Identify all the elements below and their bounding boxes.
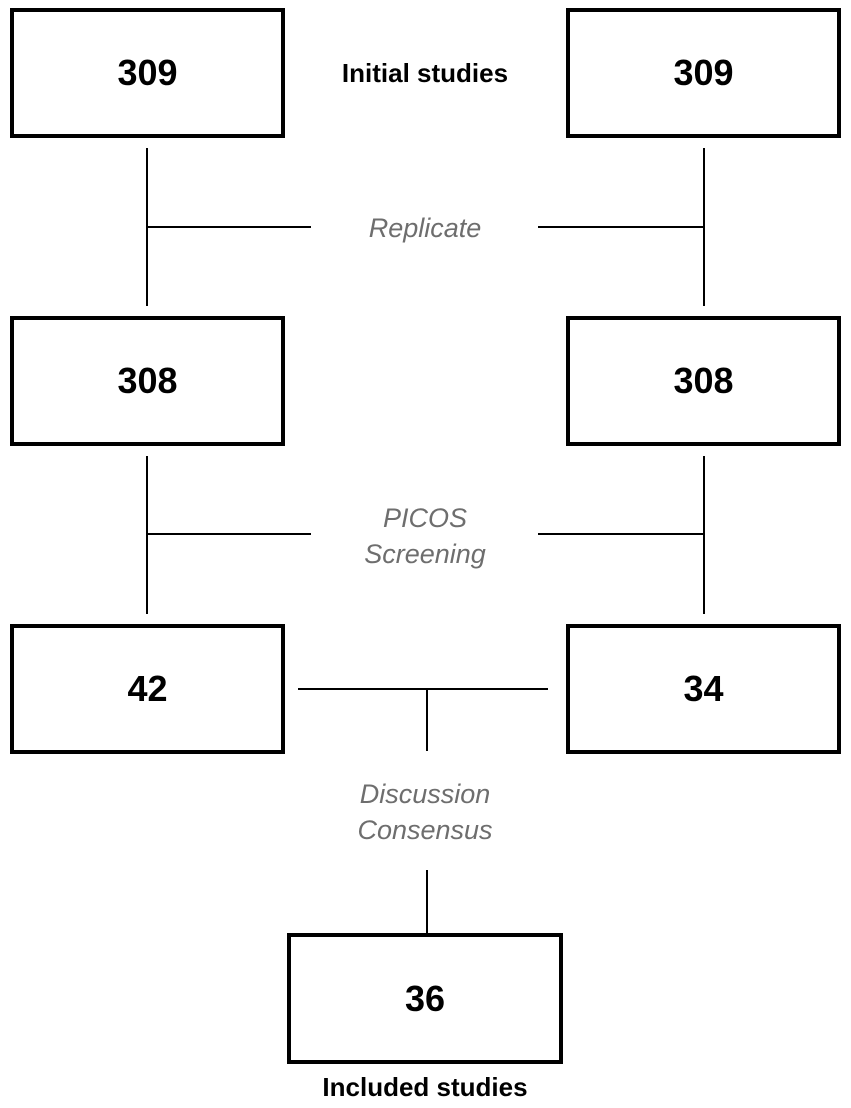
included-connector xyxy=(426,870,428,934)
right-replicate-connector xyxy=(703,148,705,306)
initial-studies-label: Initial studies xyxy=(341,58,509,88)
picos-screening-step-label: PICOS Screening xyxy=(330,500,520,572)
included-studies-label: Included studies xyxy=(322,1072,528,1102)
right-initial-count: 309 xyxy=(673,52,734,93)
replicate-step-label: Replicate xyxy=(330,210,520,246)
replicate-text: Replicate xyxy=(368,213,482,243)
right-replicate-count: 308 xyxy=(673,360,734,401)
left-screened-count: 42 xyxy=(127,668,168,709)
discussion-text: Discussion xyxy=(359,779,491,809)
picos-text: PICOS xyxy=(382,503,468,533)
left-screening-connector xyxy=(146,456,148,614)
right-screened-count-box: 34 xyxy=(566,624,841,754)
right-screened-count: 34 xyxy=(683,668,724,709)
consensus-text: Consensus xyxy=(357,815,493,845)
consensus-drop-connector xyxy=(426,689,428,751)
left-replicate-branch xyxy=(147,226,311,228)
included-count-box: 36 xyxy=(287,933,563,1064)
right-replicate-count-box: 308 xyxy=(566,316,841,446)
left-replicate-count-box: 308 xyxy=(10,316,285,446)
consensus-join-line xyxy=(298,688,548,690)
left-screening-branch xyxy=(147,533,311,535)
right-initial-count-box: 309 xyxy=(566,8,841,138)
included-count: 36 xyxy=(404,977,446,1019)
left-replicate-count: 308 xyxy=(117,360,178,401)
left-initial-count: 309 xyxy=(117,52,178,93)
left-screened-count-box: 42 xyxy=(10,624,285,754)
left-initial-count-box: 309 xyxy=(10,8,285,138)
right-screening-branch xyxy=(538,533,704,535)
discussion-consensus-step-label: Discussion Consensus xyxy=(310,776,540,848)
right-screening-connector xyxy=(703,456,705,614)
right-replicate-branch xyxy=(538,226,704,228)
screening-text: Screening xyxy=(364,539,486,569)
